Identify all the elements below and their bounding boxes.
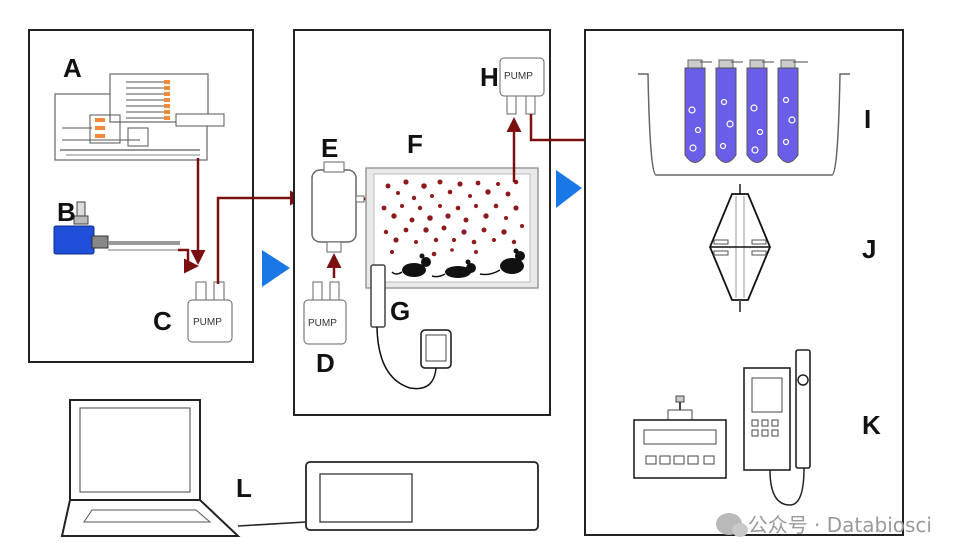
motor-b	[53, 201, 185, 255]
mixing-chamber-e	[311, 161, 365, 253]
pump-d-label: PUMP	[308, 318, 337, 329]
label-k: K	[862, 410, 881, 440]
filter-icon	[713, 239, 729, 245]
label-e: E	[321, 133, 338, 163]
label-l: L	[236, 473, 252, 503]
label-h: H	[480, 62, 499, 92]
animal-icon	[391, 248, 525, 278]
pump-c: PUMP	[187, 281, 233, 343]
stage-arrow-2	[556, 170, 582, 208]
label-d: D	[316, 348, 335, 378]
computer-l	[60, 399, 539, 537]
stage-arrow-1	[262, 250, 290, 287]
pump-h-label: PUMP	[504, 71, 533, 82]
filter-holder-j	[709, 184, 771, 312]
label-g: G	[390, 296, 410, 326]
pump-d: PUMP	[303, 281, 347, 345]
analyzer-k	[633, 349, 811, 506]
exposure-chamber-f	[365, 167, 539, 289]
label-b: B	[57, 197, 76, 227]
label-a: A	[63, 53, 82, 83]
label-c: C	[153, 306, 172, 336]
impinger-bath-i	[638, 59, 850, 176]
wechat-icon	[715, 512, 748, 537]
watermark: 公众号 · Databiosci	[715, 509, 932, 538]
sensor-probe-g	[370, 264, 452, 390]
laptop-icon	[60, 399, 241, 537]
pump-c-label: PUMP	[193, 317, 222, 328]
test-tube-icon	[684, 59, 799, 163]
label-j: J	[862, 234, 876, 264]
label-f: F	[407, 129, 423, 159]
generator-apparatus-a	[54, 73, 225, 161]
pump-h: PUMP	[499, 57, 545, 115]
watermark-text: 公众号 · Databiosci	[747, 513, 932, 537]
label-i: I	[864, 104, 871, 134]
